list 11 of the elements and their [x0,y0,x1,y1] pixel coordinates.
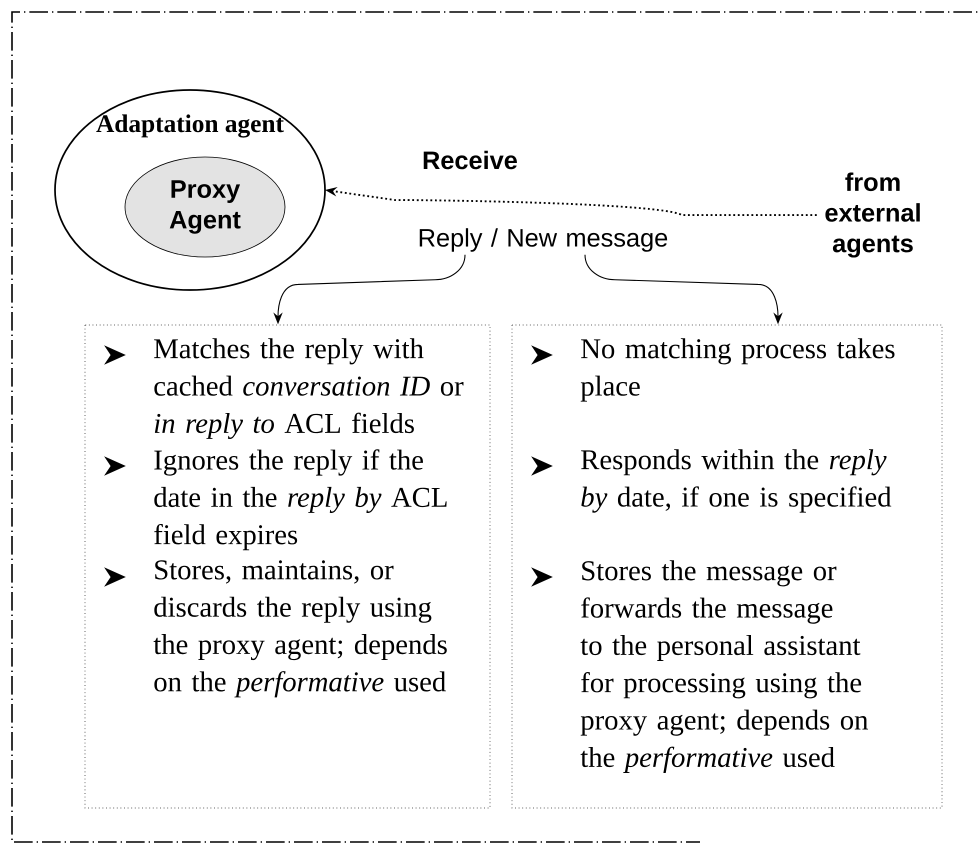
text-box [512,324,942,808]
bullet-text: Matches the reply with cached conversation ID or in reply to ACL fields [154,338,464,440]
bullet-text: No matching process takes place [580,338,894,402]
bullet-text: Ignores the reply if the date in the reply by ACL field expires [154,449,447,550]
bullet-text: Stores the message or forwards the message to the personal assistant for processing using the proxy agent; depends on the performative used [580,560,868,773]
edge-label: Receive [419,148,520,172]
text-box [84,324,490,808]
text-label: from external agents [825,172,920,258]
text-label: Reply / New message [420,228,668,252]
bullet-text: Responds within the reply by date, if one is specified [581,449,892,513]
bullet-text: Stores, maintains, or discards the reply using the proxy agent; depends on the performative used [154,560,447,698]
